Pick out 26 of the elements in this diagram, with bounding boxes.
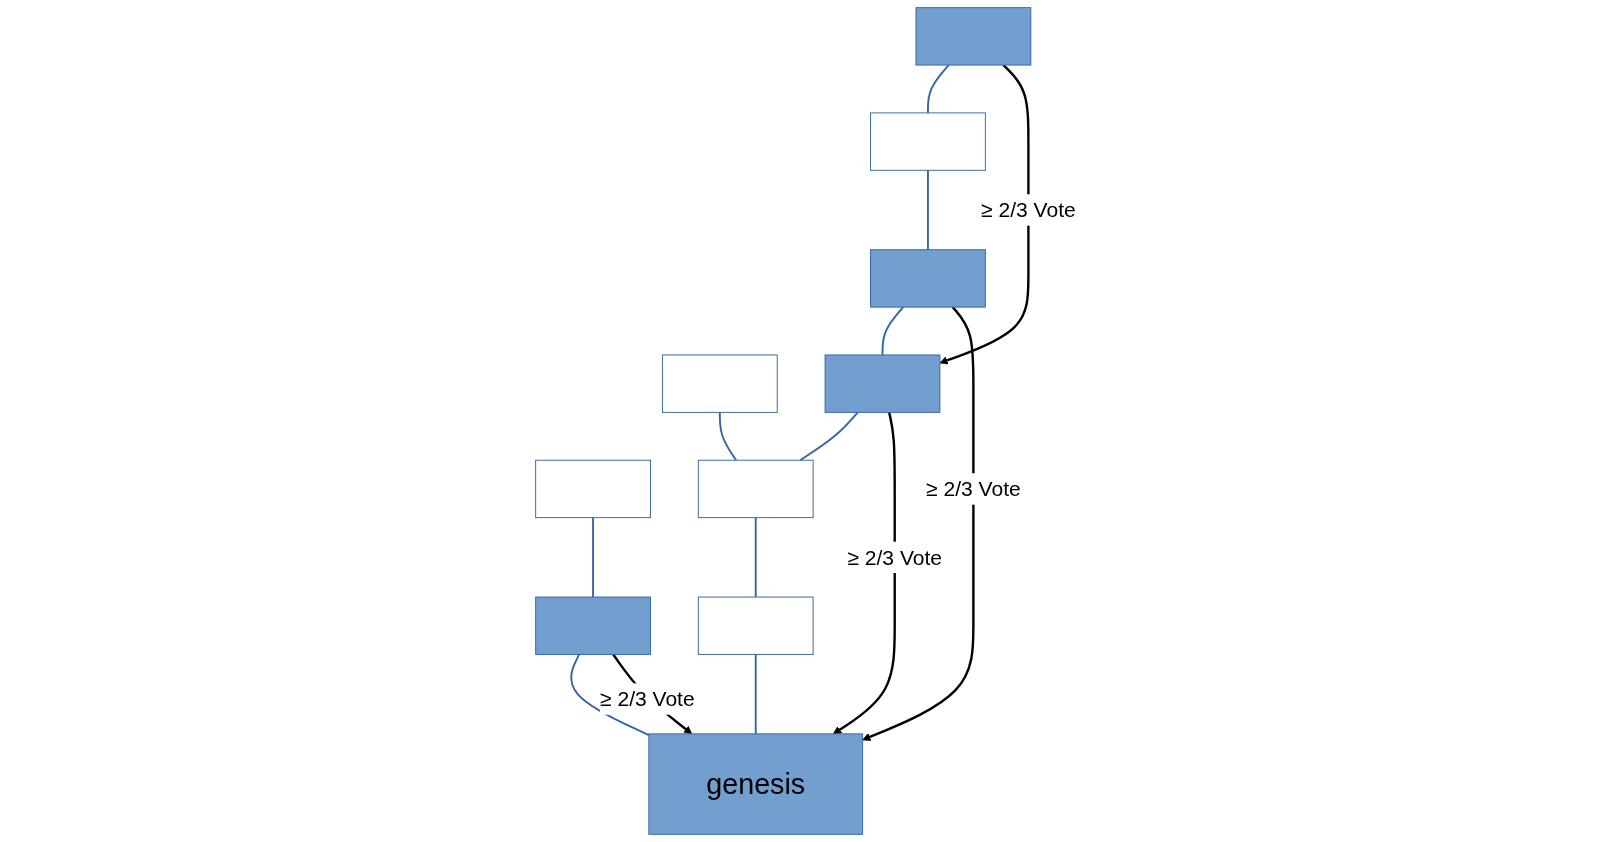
- connector: [798, 411, 859, 462]
- connector: [591, 516, 594, 598]
- connector: [754, 516, 757, 598]
- arrow: [862, 306, 975, 741]
- node-box: [697, 596, 814, 655]
- connector: [718, 411, 737, 462]
- node-box: [697, 459, 814, 519]
- edge-label: ≥ 2/3 Vote: [925, 476, 1021, 501]
- node-box: genesis: [648, 733, 863, 835]
- connector: [754, 653, 757, 735]
- arrow: [939, 64, 1030, 365]
- edge-label: ≥ 2/3 Vote: [599, 687, 695, 711]
- node-box: [869, 249, 986, 308]
- node-box: [824, 354, 941, 413]
- connector: [881, 306, 904, 356]
- connector: [926, 169, 929, 251]
- arrow: [832, 412, 896, 735]
- node-box: [661, 354, 778, 413]
- node-box: [535, 596, 651, 655]
- connector: [926, 64, 950, 114]
- edge-label: ≥ 2/3 Vote: [980, 198, 1076, 222]
- node-box: [535, 459, 651, 519]
- edge-label: ≥ 2/3 Vote: [847, 545, 942, 570]
- connector: [570, 653, 650, 736]
- node-box: [869, 112, 986, 171]
- node-box: [915, 7, 1032, 66]
